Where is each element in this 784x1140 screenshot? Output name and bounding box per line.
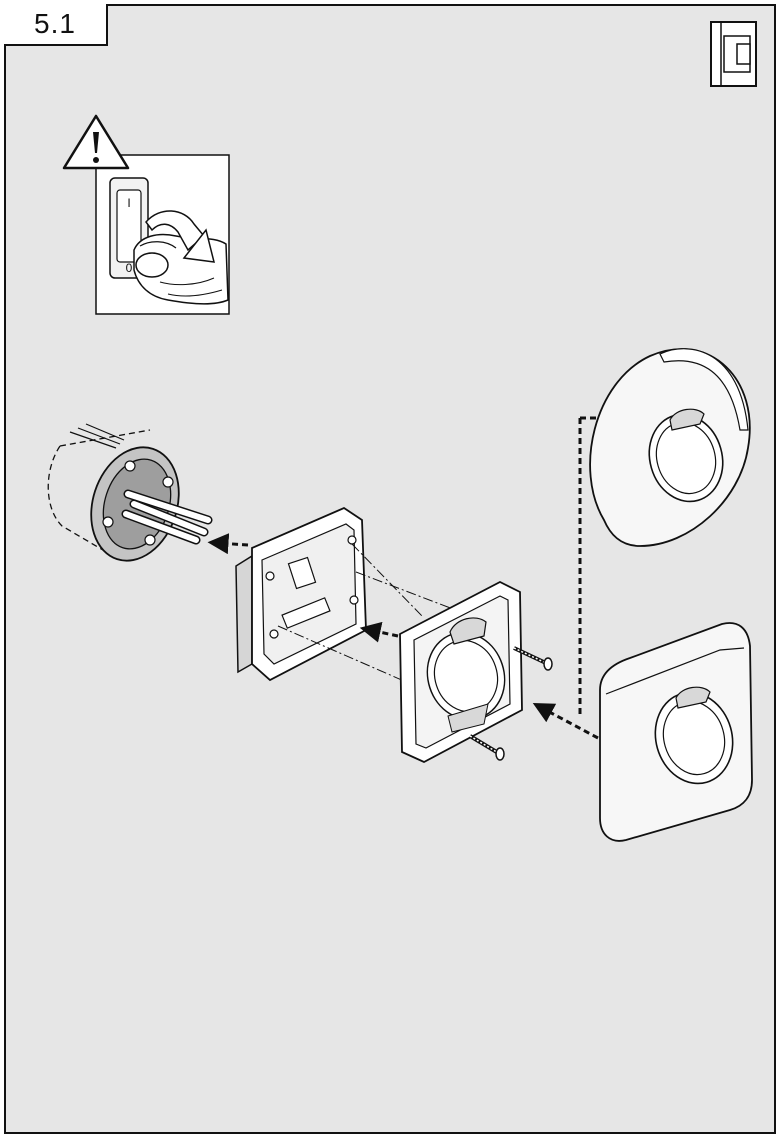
wall-device-icon [710,21,757,87]
screw-top [513,646,553,671]
switch-off-label: 0 [126,261,133,275]
turn-off-arrow-icon [145,210,215,263]
flush-mounting-box [47,423,213,562]
warning-triangle-icon [62,114,130,170]
switch-on-label: I [127,196,130,210]
switch-off-inset: I 0 [95,154,230,315]
mounting-base-plate [235,506,367,682]
device-frame [399,580,523,764]
cables [121,489,213,545]
arrow-to-base-plate [359,621,399,643]
step-number: 5.1 [34,8,76,39]
screw-bottom [468,734,505,761]
arrow-to-flush-box [207,533,249,555]
step-number-box: 5.1 [4,4,108,46]
square-cover [599,622,753,842]
round-cover [589,348,751,547]
cover-insert-arrow [532,416,599,740]
